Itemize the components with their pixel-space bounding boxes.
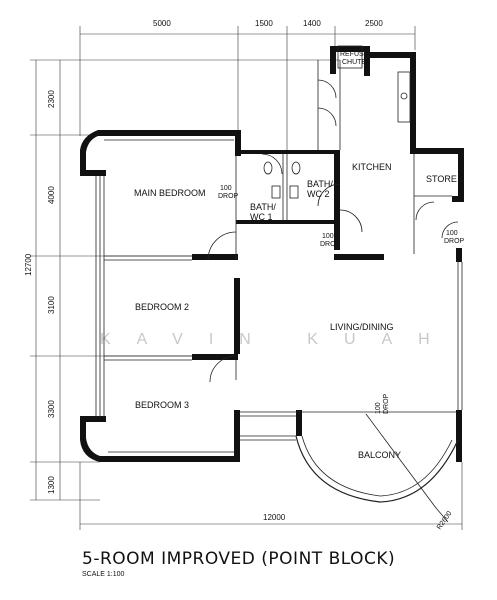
top-dim-2: 1500 (255, 19, 273, 28)
room-bath-2-line1: BATH/ (307, 179, 333, 189)
room-bath-1-line1: BATH/ (250, 202, 276, 212)
drop-kitchen-num: 100 (322, 233, 334, 240)
watermark: KAVIN KUAH (100, 331, 456, 348)
drop-kitchen-word: DROP (320, 241, 341, 248)
room-bedroom-2: BEDROOM 2 (135, 302, 189, 312)
balcony-radius: R2600 (436, 510, 454, 531)
room-bath-2-line2: WC 2 (307, 189, 330, 199)
drop-balcony-num: 100 (375, 402, 382, 414)
top-dimension-lines (79, 26, 416, 150)
room-balcony: BALCONY (358, 450, 401, 460)
thin-partitions (95, 45, 463, 453)
left-dim-2: 4000 (47, 186, 56, 204)
drop-store-num: 100 (446, 230, 458, 237)
room-living-dining: LIVING/DINING (330, 322, 394, 332)
drop-store-word: DROP (444, 238, 465, 245)
drop-bath1-num: 100 (220, 185, 232, 192)
room-store: STORE (426, 174, 457, 184)
drop-balcony-word: DROP (383, 393, 390, 414)
drop-bath1-word: DROP (218, 193, 239, 200)
balcony-outline (295, 413, 459, 523)
structural-walls (80, 46, 464, 462)
door-swings (207, 79, 459, 383)
plan-title: 5-ROOM IMPROVED (POINT BLOCK) (82, 549, 395, 569)
top-dim-1: 5000 (153, 19, 171, 28)
left-dim-1: 2300 (47, 90, 56, 108)
bottom-dim-total: 12000 (263, 513, 286, 522)
bottom-dimension-line (79, 462, 463, 530)
room-kitchen: KITCHEN (352, 162, 392, 172)
top-dim-4: 2500 (365, 19, 383, 28)
bath-fixtures (263, 161, 301, 199)
left-dim-4: 3300 (47, 400, 56, 418)
top-dim-3: 1400 (303, 19, 321, 28)
left-dim-5: 1300 (47, 476, 56, 494)
room-bath-1-line2: WC 1 (250, 212, 273, 222)
room-main-bedroom: MAIN BEDROOM (134, 188, 206, 198)
left-dim-3: 3100 (47, 296, 56, 314)
plan-scale: SCALE 1:100 (82, 571, 125, 578)
left-dim-total: 12700 (24, 253, 33, 276)
refuse-chute-line1: REFUSE (340, 51, 369, 58)
left-dimension-lines (30, 59, 340, 501)
room-bedroom-3: BEDROOM 3 (135, 400, 189, 410)
refuse-chute-line2: CHUTE (342, 59, 366, 66)
